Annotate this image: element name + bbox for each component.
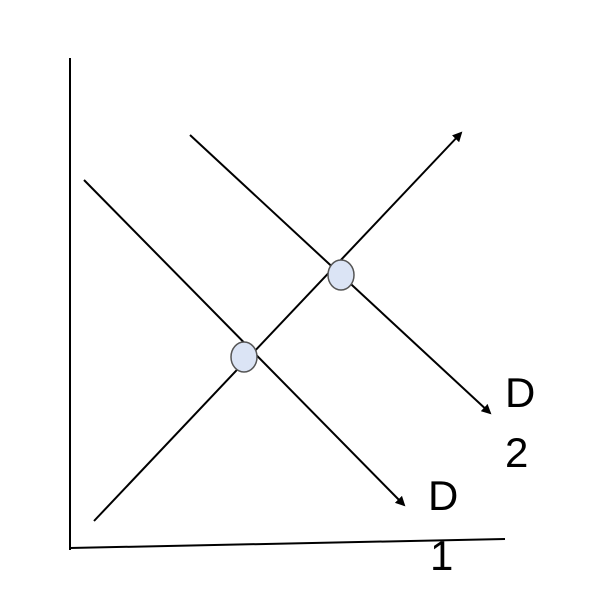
- demand-1-label-number: 1: [430, 532, 453, 579]
- equilibrium-point-1: [230, 341, 258, 373]
- demand-1-label-letter: D: [428, 472, 458, 519]
- supply-curve: [93, 131, 463, 522]
- equilibrium-point-2: [327, 259, 355, 291]
- x-axis: [69, 538, 506, 549]
- demand-2-label-number: 2: [505, 429, 528, 476]
- demand-2-label-letter: D: [505, 369, 535, 416]
